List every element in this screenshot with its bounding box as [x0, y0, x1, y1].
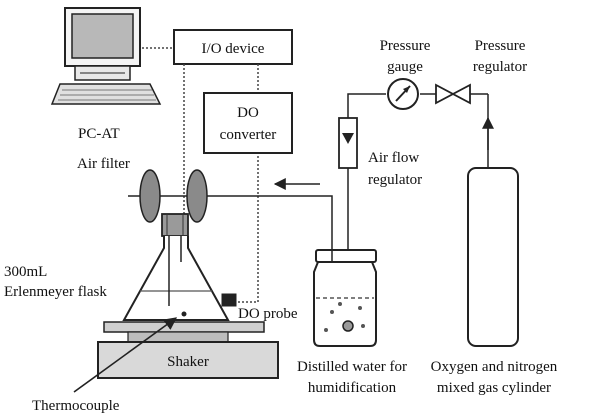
shaker-support — [127, 331, 229, 343]
io-device-label: I/O device — [202, 41, 265, 57]
pc-label: PC-AT — [78, 126, 120, 142]
water-bottle-label-1: Distilled water for — [297, 359, 407, 375]
shaker-platform — [103, 321, 265, 333]
pressure-gauge-label-2: gauge — [387, 59, 423, 75]
pressure-regulator-label-2: regulator — [473, 59, 527, 75]
computer-icon — [50, 7, 162, 105]
flask-label-2: Erlenmeyer flask — [4, 284, 107, 300]
gas-cylinder — [467, 167, 519, 347]
water-bottle-label-2: humidification — [308, 380, 397, 396]
do-signal-line — [236, 64, 259, 303]
flask-label-1: 300mL — [4, 264, 47, 280]
pressure-gauge-icon — [387, 78, 419, 110]
shaker-base — [97, 341, 279, 379]
air-supply-line — [202, 195, 333, 262]
shaker-label: Shaker — [167, 354, 209, 370]
water-bottle — [313, 249, 377, 347]
airflow-meter-icon — [338, 117, 358, 169]
do-probe-icon — [221, 293, 237, 307]
air-filter-left — [139, 169, 161, 223]
gas-cylinder-label-2: mixed gas cylinder — [437, 380, 551, 396]
do-converter-label-1: DO — [237, 105, 259, 121]
line-gauge-flowmeter — [347, 93, 386, 118]
air-filter-label: Air filter — [77, 156, 130, 172]
airflow-regulator-label-1: Air flow — [368, 150, 419, 166]
valve-icon — [435, 83, 471, 105]
pressure-regulator-label-1: Pressure — [475, 38, 526, 54]
gas-cylinder-label-1: Oxygen and nitrogen — [431, 359, 558, 375]
thermocouple-label: Thermocouple — [32, 398, 120, 414]
thermocouple-pointer — [73, 317, 178, 393]
do-probe-label: DO probe — [238, 306, 298, 322]
pressure-gauge-label-1: Pressure — [380, 38, 431, 54]
do-converter-box — [203, 92, 293, 154]
do-converter-label-2: converter — [220, 127, 277, 143]
air-filter-right — [186, 169, 208, 223]
airflow-regulator-label-2: regulator — [368, 172, 422, 188]
io-device-box — [173, 29, 293, 65]
erlenmeyer-flask — [122, 213, 230, 321]
